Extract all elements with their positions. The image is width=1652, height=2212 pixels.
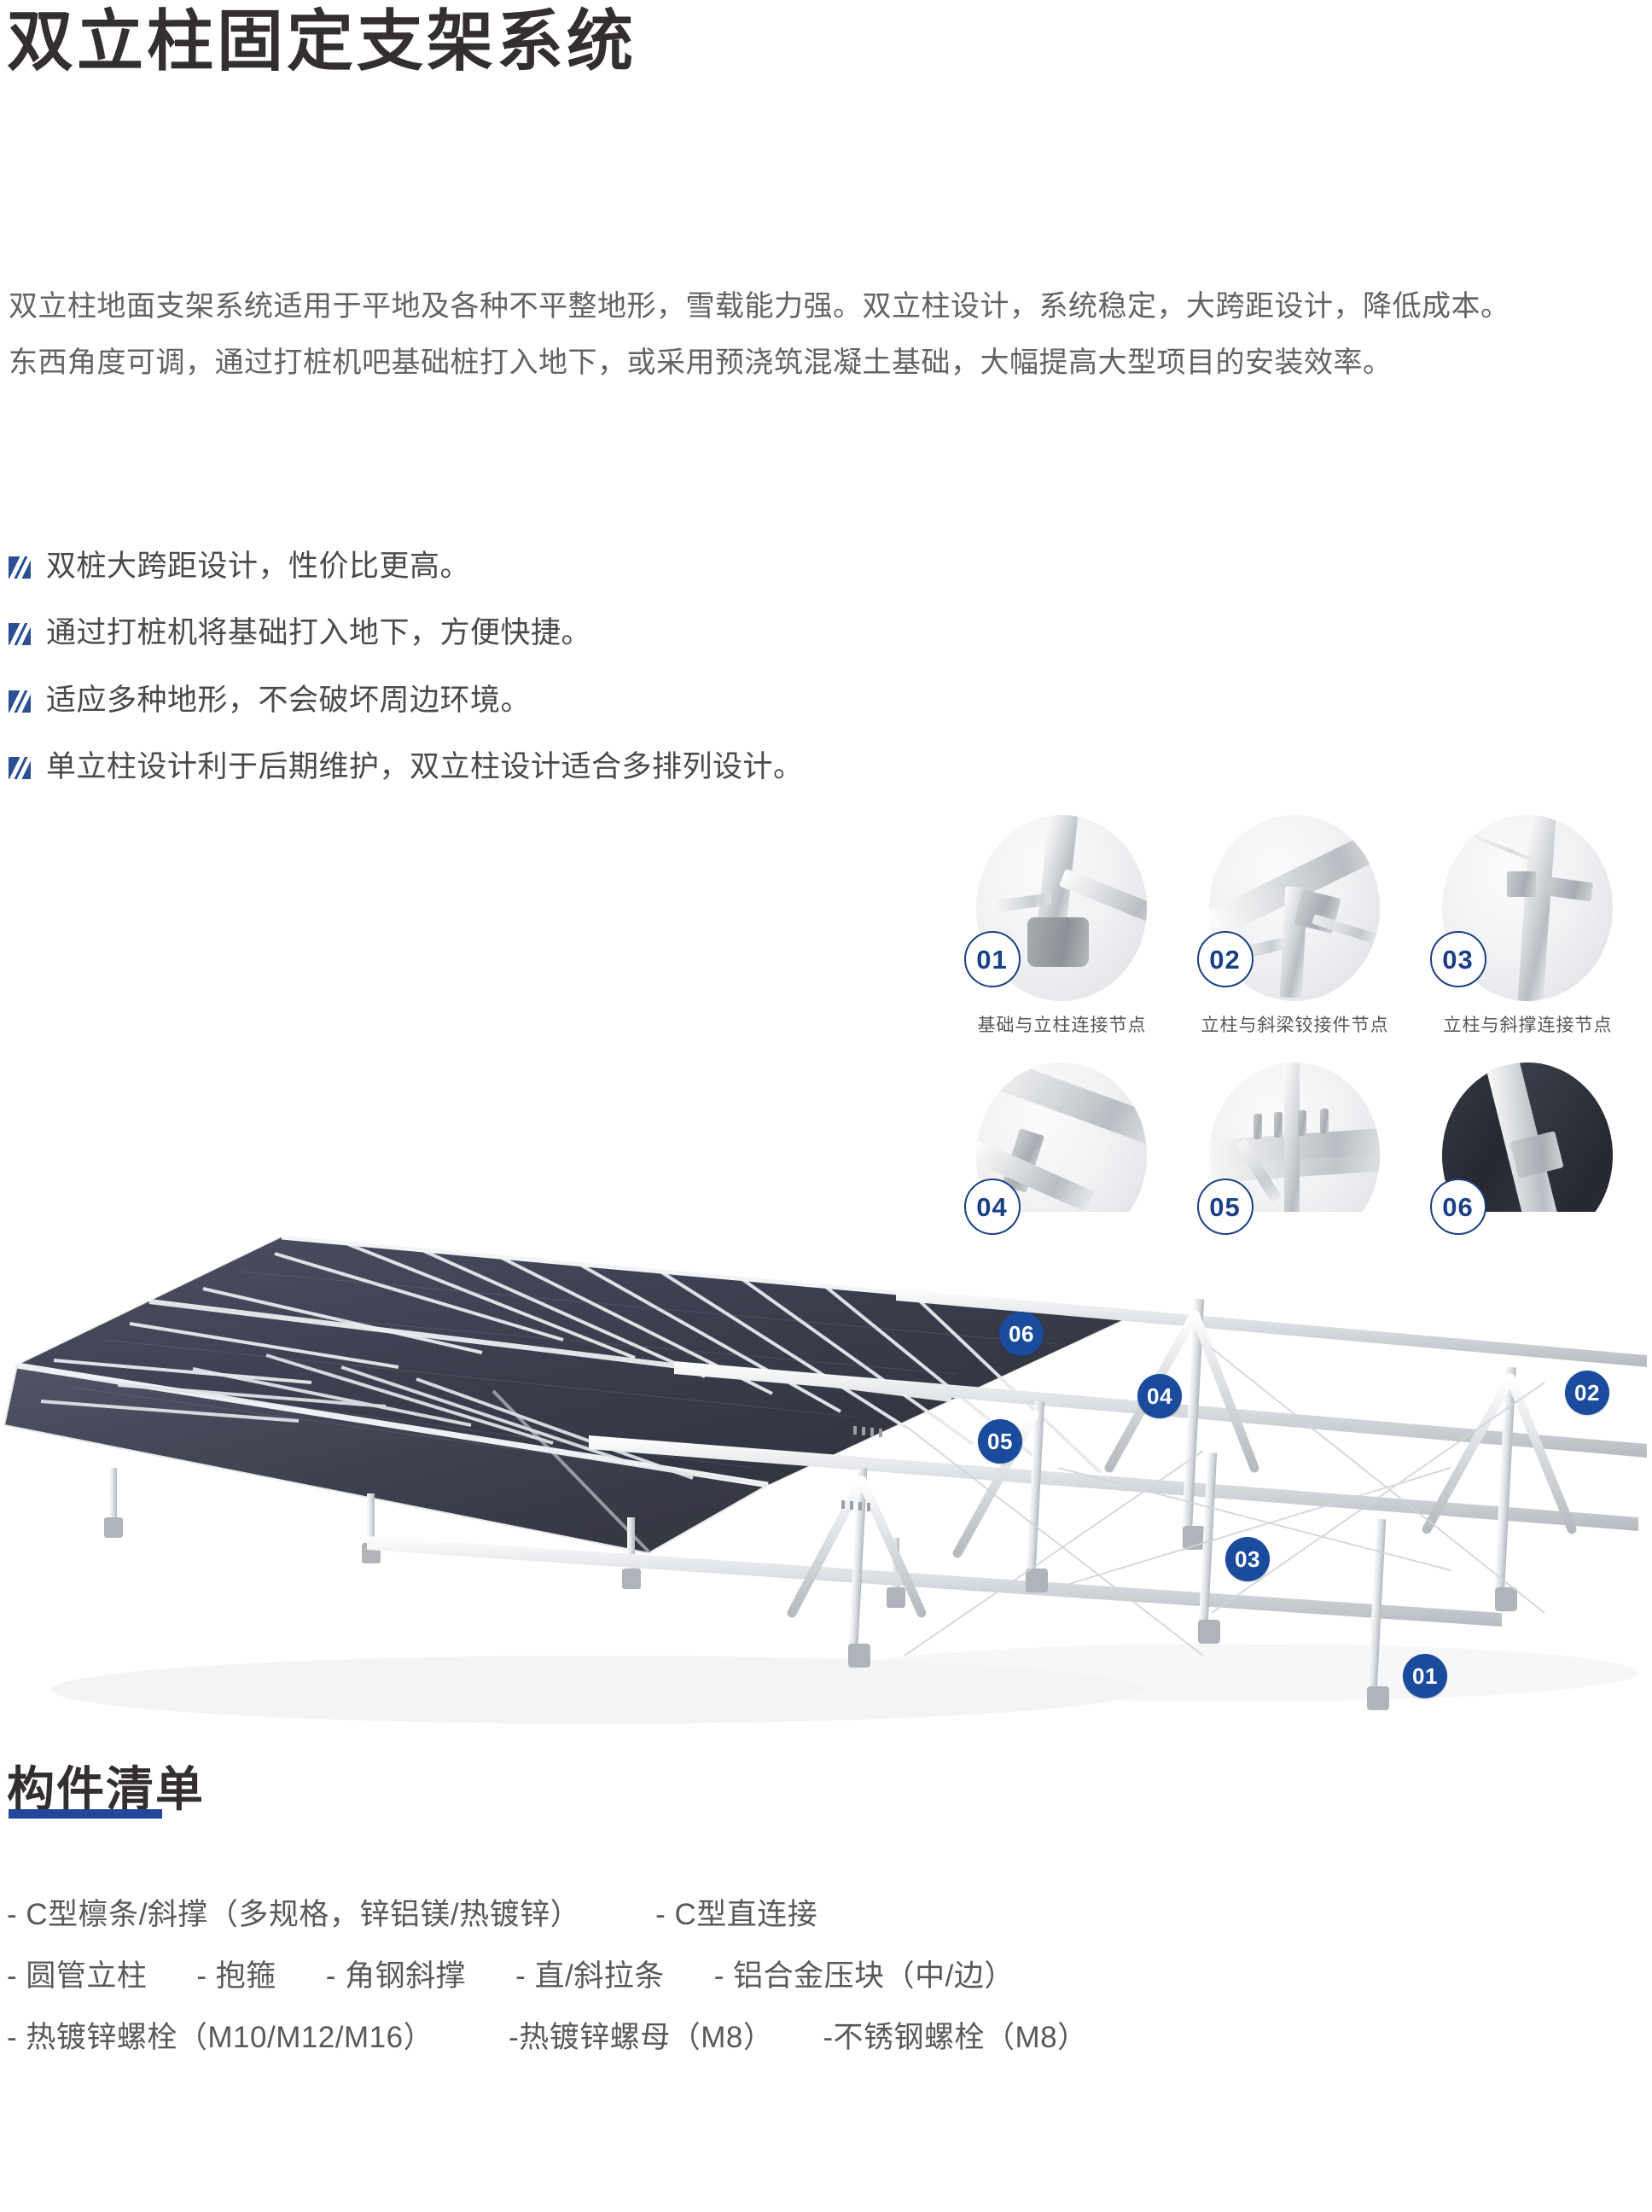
blue-slash-square-icon (9, 556, 31, 579)
node-caption: 立柱与斜梁铰接件节点 (1201, 1016, 1389, 1035)
component-item: - 角钢斜撑 (325, 1959, 467, 1993)
blue-slash-square-icon (9, 623, 31, 646)
render-callout-02: 02 (1565, 1371, 1609, 1415)
component-list: - C型檩条/斜撑（多规格，锌铝镁/热镀锌） - C型直连接 - 圆管立柱 - … (7, 1896, 1628, 2080)
feature-item-label: 单立柱设计利于后期维护，双立柱设计适合多排列设计。 (46, 749, 804, 783)
page-title: 双立柱固定支架系统 (7, 3, 637, 79)
component-item: - 热镀锌螺栓（M10/M12/M16） (7, 2020, 434, 2054)
render-callout-04: 04 (1137, 1374, 1182, 1418)
render-callout-05: 05 (978, 1419, 1022, 1464)
heading-underline (9, 1809, 162, 1819)
solar-panel-array (3, 1235, 1138, 1555)
intro-line-1: 双立柱地面支架系统适用于平地及各种不平整地形，雪载能力强。双立柱设计，系统稳定，… (9, 290, 1510, 323)
node-caption: 基础与立柱连接节点 (977, 1016, 1147, 1035)
component-list-line: - 圆管立柱 - 抱箍 - 角钢斜撑 - 直/斜拉条 - 铝合金压块（中/边） (7, 1958, 1628, 1995)
intro-line-2: 东西角度可调，通过打桩机吧基础桩打入地下，或采用预浇筑混凝土基础，大幅提高大型项… (9, 346, 1393, 379)
component-item: - 圆管立柱 (7, 1959, 148, 1993)
render-callout-03: 03 (1225, 1537, 1270, 1581)
feature-list: 双桩大跨距设计，性价比更高。 通过打桩机将基础打入地下，方便快捷。 适应多种地形… (9, 546, 1032, 813)
node-detail-cell: 02 立柱与斜梁铰接件节点 (1178, 815, 1411, 1037)
node-badge: 05 (1196, 1179, 1254, 1235)
feature-item-label: 适应多种地形，不会破坏周边环境。 (46, 683, 532, 717)
rear-frame (367, 1289, 1647, 1710)
product-3d-render: 06 04 02 05 03 01 (0, 1212, 1652, 1741)
node-badge: 02 (1196, 931, 1254, 987)
component-list-line: - 热镀锌螺栓（M10/M12/M16） -热镀锌螺母（M8） -不锈钢螺栓（M… (7, 2019, 1628, 2057)
node-badge: 03 (1429, 931, 1486, 987)
render-callout-01: 01 (1403, 1654, 1447, 1698)
node-badge: 04 (963, 1179, 1021, 1235)
component-item: -不锈钢螺栓（M8） (823, 2020, 1088, 2054)
component-item: -热镀锌螺母（M8） (509, 2020, 774, 2054)
render-illustration (0, 1212, 1652, 1741)
component-item: - 铝合金压块（中/边） (713, 1959, 1015, 1993)
intro-paragraph: 双立柱地面支架系统适用于平地及各种不平整地形，雪载能力强。双立柱设计，系统稳定，… (9, 282, 1630, 393)
node-detail-cell: 03 立柱与斜撑连接节点 (1411, 815, 1644, 1037)
component-item: - C型直连接 (655, 1898, 818, 1931)
feature-item: 单立柱设计利于后期维护，双立柱设计适合多排列设计。 (9, 747, 1032, 787)
component-list-line: - C型檩条/斜撑（多规格，锌铝镁/热镀锌） - C型直连接 (7, 1896, 1628, 1934)
feature-item: 适应多种地形，不会破坏周边环境。 (9, 680, 1032, 720)
blue-slash-square-icon (9, 756, 31, 779)
node-badge: 06 (1429, 1179, 1486, 1235)
component-item: - 抱箍 (196, 1959, 276, 1993)
blue-slash-square-icon (9, 690, 31, 713)
feature-item-label: 通过打桩机将基础打入地下，方便快捷。 (46, 616, 592, 650)
node-caption: 立柱与斜撑连接节点 (1443, 1016, 1613, 1035)
node-thumbnail: 02 (1196, 815, 1393, 1001)
node-detail-cell: 01 基础与立柱连接节点 (945, 815, 1178, 1037)
feature-item: 双桩大跨距设计，性价比更高。 (9, 546, 1032, 586)
component-item: - C型檩条/斜撑（多规格，锌铝镁/热镀锌） (7, 1898, 581, 1931)
node-thumbnail: 03 (1429, 815, 1626, 1001)
node-badge: 01 (963, 931, 1021, 987)
render-callout-06: 06 (999, 1312, 1044, 1356)
component-item: - 直/斜拉条 (515, 1959, 665, 1993)
node-detail-row: 01 基础与立柱连接节点 02 立柱与斜梁铰接件节点 (945, 815, 1645, 1037)
node-photo-03 (1441, 815, 1613, 1001)
feature-item: 通过打桩机将基础打入地下，方便快捷。 (9, 613, 1032, 653)
node-thumbnail: 01 (963, 815, 1160, 1001)
feature-item-label: 双桩大跨距设计，性价比更高。 (46, 550, 471, 583)
component-list-heading: 构件清单 (7, 1762, 205, 1816)
